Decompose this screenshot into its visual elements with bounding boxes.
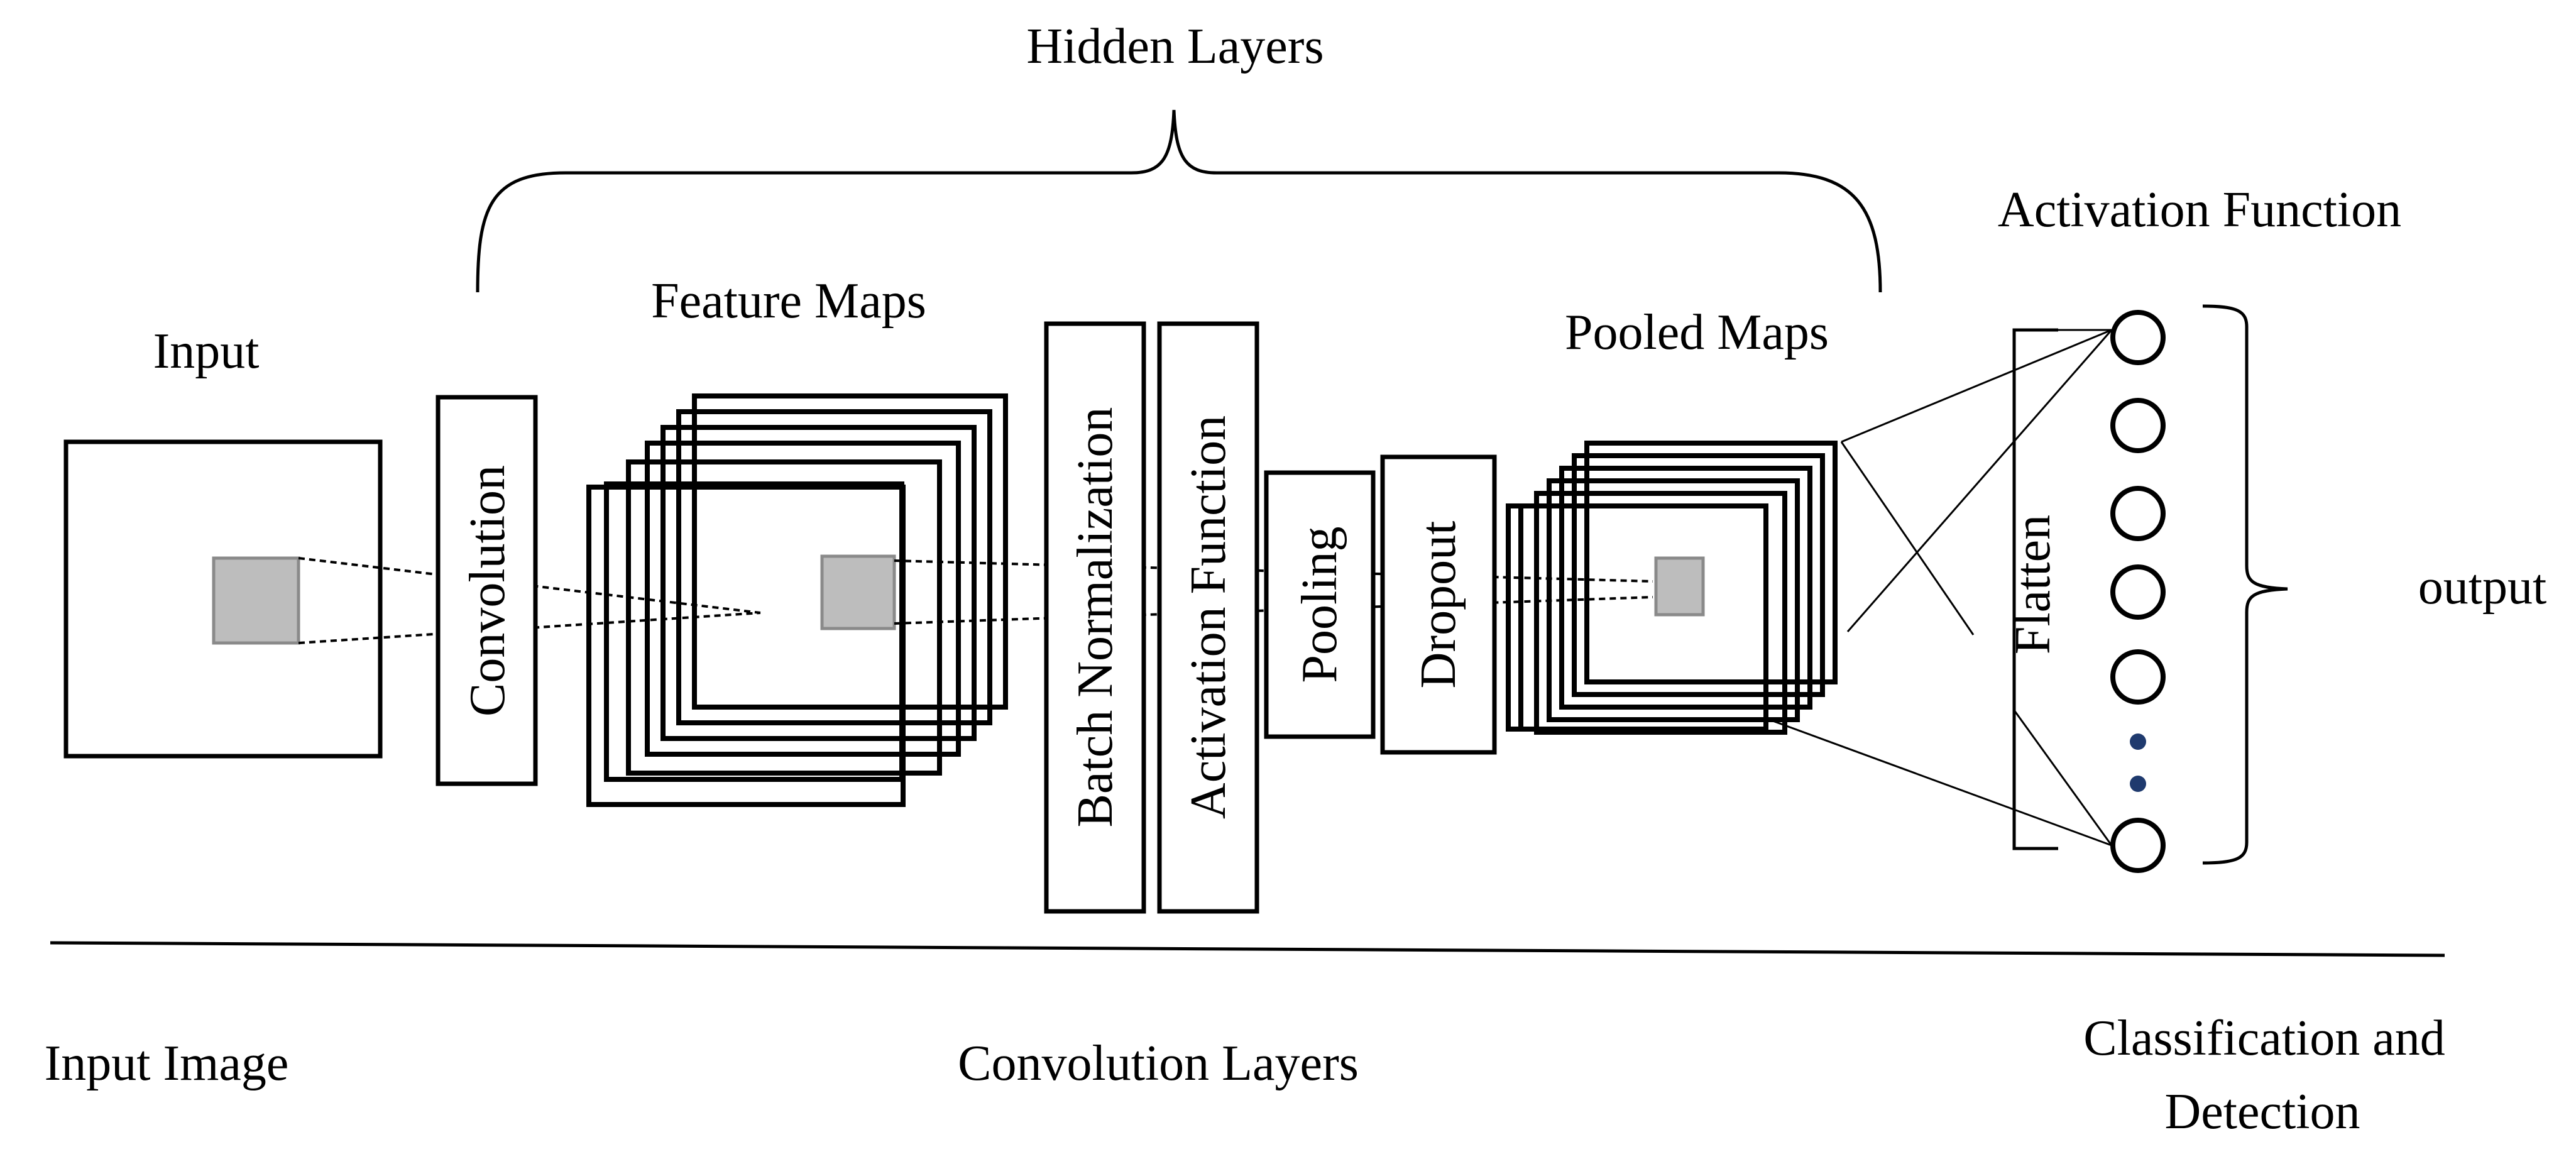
convolution-layer-label: Convolution xyxy=(460,465,515,717)
feature-map-patch xyxy=(820,554,896,630)
activation-function-layer-box: Activation Function xyxy=(1157,321,1259,914)
pooled-to-neuron-line xyxy=(1841,329,2112,443)
input-label: Input xyxy=(153,324,260,379)
pooled-maps-label: Pooled Maps xyxy=(1565,305,1829,360)
output-neuron xyxy=(2110,310,2166,365)
feature-maps-stack xyxy=(586,393,1008,807)
pooling-layer-label: Pooling xyxy=(1292,527,1347,683)
convolution-layer-box: Convolution xyxy=(436,395,538,786)
input-kernel-patch xyxy=(212,556,300,645)
feature-maps-label: Feature Maps xyxy=(651,273,926,329)
dropout-layer-box: Dropout xyxy=(1380,454,1497,755)
input-to-conv-projection-top xyxy=(298,557,761,614)
pooled-maps-stack xyxy=(1506,441,1838,735)
output-neuron xyxy=(2110,818,2166,873)
dropout-layer-label: Dropout xyxy=(1411,521,1466,689)
output-brace xyxy=(2202,304,2288,865)
activation-function-header-label: Activation Function xyxy=(1998,182,2401,238)
output-neuron xyxy=(2110,649,2166,705)
pooled-map-patch xyxy=(1654,556,1705,617)
input-to-conv-projection-bottom xyxy=(298,612,761,644)
output-neuron xyxy=(2110,486,2166,541)
classification-section-label-line1: Classification and xyxy=(2083,1011,2445,1066)
flatten-label: Flatten xyxy=(2005,515,2061,654)
input-image-section-label: Input Image xyxy=(45,1036,289,1091)
classification-section-label-line2: Detection xyxy=(2165,1084,2360,1140)
pooling-layer-box: Pooling xyxy=(1264,470,1376,739)
output-neuron xyxy=(2110,564,2166,620)
output-label: output xyxy=(2418,559,2546,615)
hidden-layers-label: Hidden Layers xyxy=(1026,19,1324,74)
ellipsis-dot xyxy=(2130,776,2146,792)
section-divider-line xyxy=(50,941,2445,957)
ellipsis-dot xyxy=(2130,733,2146,750)
batch-normalization-layer-box: Batch Normalization xyxy=(1044,321,1146,914)
pooled-to-neuron-line xyxy=(1846,329,2113,632)
flatten-to-neuron-line xyxy=(2013,710,2113,846)
output-neurons xyxy=(2110,310,2166,873)
hidden-layers-brace xyxy=(476,109,1882,293)
pooled-to-neuron-line xyxy=(1840,441,1975,635)
convolution-layers-section-label: Convolution Layers xyxy=(958,1036,1359,1091)
batch-normalization-layer-label: Batch Normalization xyxy=(1068,407,1123,828)
activation-function-layer-label: Activation Function xyxy=(1181,415,1236,819)
output-neuron xyxy=(2110,398,2166,453)
pooled-to-neuron-line xyxy=(1765,717,2112,847)
